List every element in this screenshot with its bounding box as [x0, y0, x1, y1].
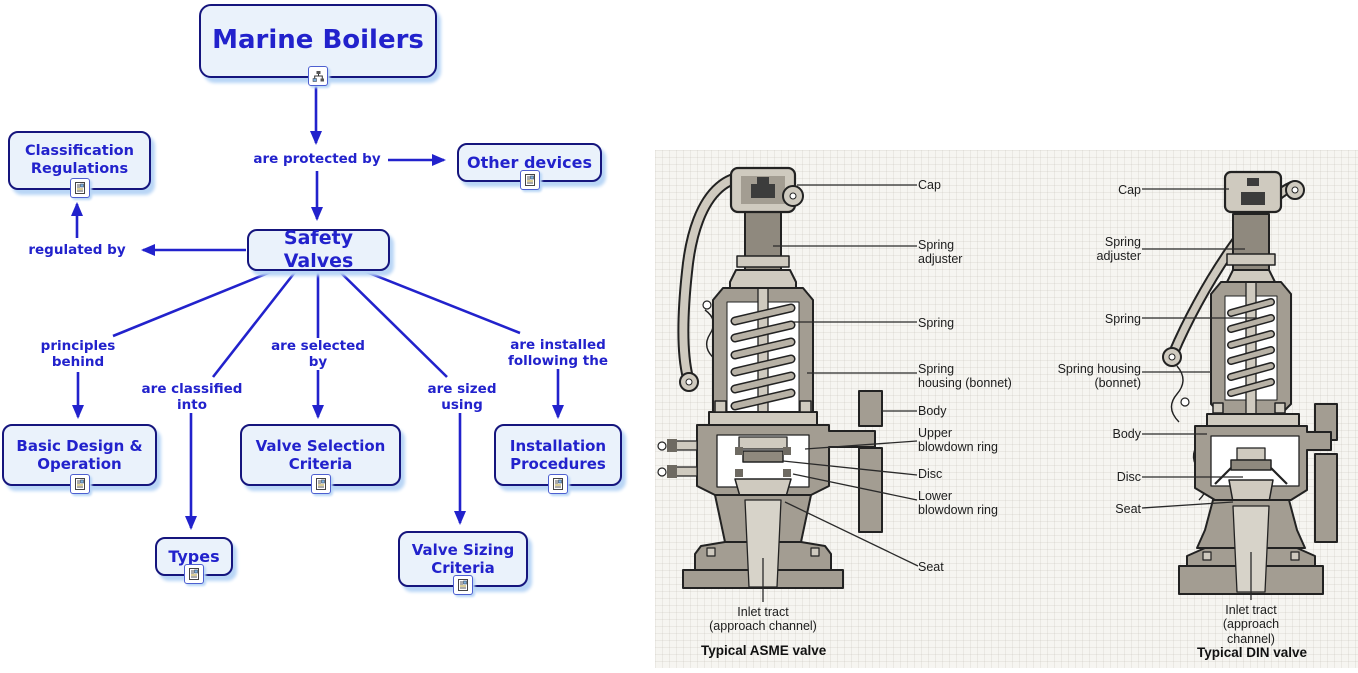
node-label: Basic Design & Operation — [16, 436, 143, 473]
node-label: Types — [168, 546, 220, 566]
asme-label-lower-blowdown-ring: Lower blowdown ring — [918, 489, 998, 518]
asme-label-body: Body — [918, 404, 947, 418]
node-basic-design-operation[interactable]: Basic Design & Operation — [2, 424, 157, 494]
resource-icon[interactable] — [69, 178, 90, 198]
link-label-are-classified-into: are classified into — [138, 381, 246, 413]
valve-figure-drawing — [657, 166, 1338, 602]
din-caption: Typical DIN valve — [1197, 645, 1308, 660]
asme-label-disc: Disc — [918, 467, 943, 481]
node-marine-boilers[interactable]: Marine Boilers — [199, 4, 437, 86]
node-label: Installation Procedures — [509, 436, 607, 473]
asme-label-spring-housing: Spring housing (bonnet) — [918, 362, 1012, 391]
din-label-inlet-tract: Inlet tract (approach channel) — [1222, 603, 1280, 646]
asme-label-spring-adjuster: Spring adjuster — [918, 238, 963, 267]
din-label-spring-housing: Spring housing (bonnet) — [1057, 362, 1141, 391]
node-other-devices[interactable]: Other devices — [457, 143, 602, 190]
link-label-are-protected-by: are protected by — [250, 151, 384, 167]
asme-label-upper-blowdown-ring: Upper blowdown ring — [918, 426, 998, 455]
resource-icon[interactable] — [69, 474, 90, 494]
node-valve-selection-criteria[interactable]: Valve Selection Criteria — [240, 424, 401, 494]
resource-icon[interactable] — [184, 564, 204, 584]
hierarchy-icon — [312, 70, 324, 82]
node-classification-regulations[interactable]: Classification Regulations — [8, 131, 151, 198]
concept-map-icon[interactable] — [308, 66, 328, 86]
resource-icon[interactable] — [310, 474, 331, 494]
document-icon — [315, 478, 326, 490]
document-icon — [189, 568, 199, 580]
resource-icon[interactable] — [519, 170, 540, 190]
asme-caption: Typical ASME valve — [701, 643, 827, 658]
asme-label-inlet-tract: Inlet tract (approach channel) — [709, 605, 817, 634]
node-valve-sizing-criteria[interactable]: Valve Sizing Criteria — [398, 531, 528, 595]
node-label: Valve Sizing Criteria — [411, 540, 515, 577]
node-label: Classification Regulations — [25, 142, 134, 177]
link-label-are-selected-by: are selected by — [268, 338, 368, 370]
node-label: Other devices — [466, 152, 593, 172]
node-label: Valve Selection Criteria — [255, 436, 386, 473]
document-icon — [524, 174, 535, 186]
node-safety-valves[interactable]: Safety Valves — [247, 226, 390, 272]
asme-label-cap: Cap — [918, 178, 941, 192]
asme-label-seat: Seat — [918, 560, 944, 574]
document-icon — [553, 478, 563, 490]
document-icon — [74, 478, 85, 490]
document-icon — [74, 182, 85, 194]
din-label-cap: Cap — [1118, 183, 1141, 197]
resource-icon[interactable] — [548, 474, 568, 494]
resource-icon[interactable] — [453, 575, 473, 595]
link-label-are-sized-using: are sized using — [424, 381, 500, 413]
din-label-disc: Disc — [1116, 470, 1141, 484]
node-label: Marine Boilers — [212, 25, 424, 56]
asme-label-spring: Spring — [918, 316, 955, 330]
node-label: Safety Valves — [283, 226, 354, 272]
link-label-are-installed-following: are installed following the — [505, 337, 611, 369]
node-installation-procedures[interactable]: Installation Procedures — [494, 424, 622, 494]
link-label-regulated-by: regulated by — [25, 242, 129, 258]
node-types[interactable]: Types — [155, 537, 233, 584]
valve-figure: Cap Spring adjuster Spring Spring housin… — [655, 150, 1358, 668]
din-label-spring: Spring — [1104, 312, 1141, 326]
link-label-principles-behind: principles behind — [37, 338, 119, 370]
din-label-body: Body — [1112, 427, 1142, 441]
document-icon — [458, 579, 468, 591]
din-label-spring-adjuster: Spring adjuster — [1096, 235, 1141, 264]
din-label-seat: Seat — [1115, 502, 1141, 516]
